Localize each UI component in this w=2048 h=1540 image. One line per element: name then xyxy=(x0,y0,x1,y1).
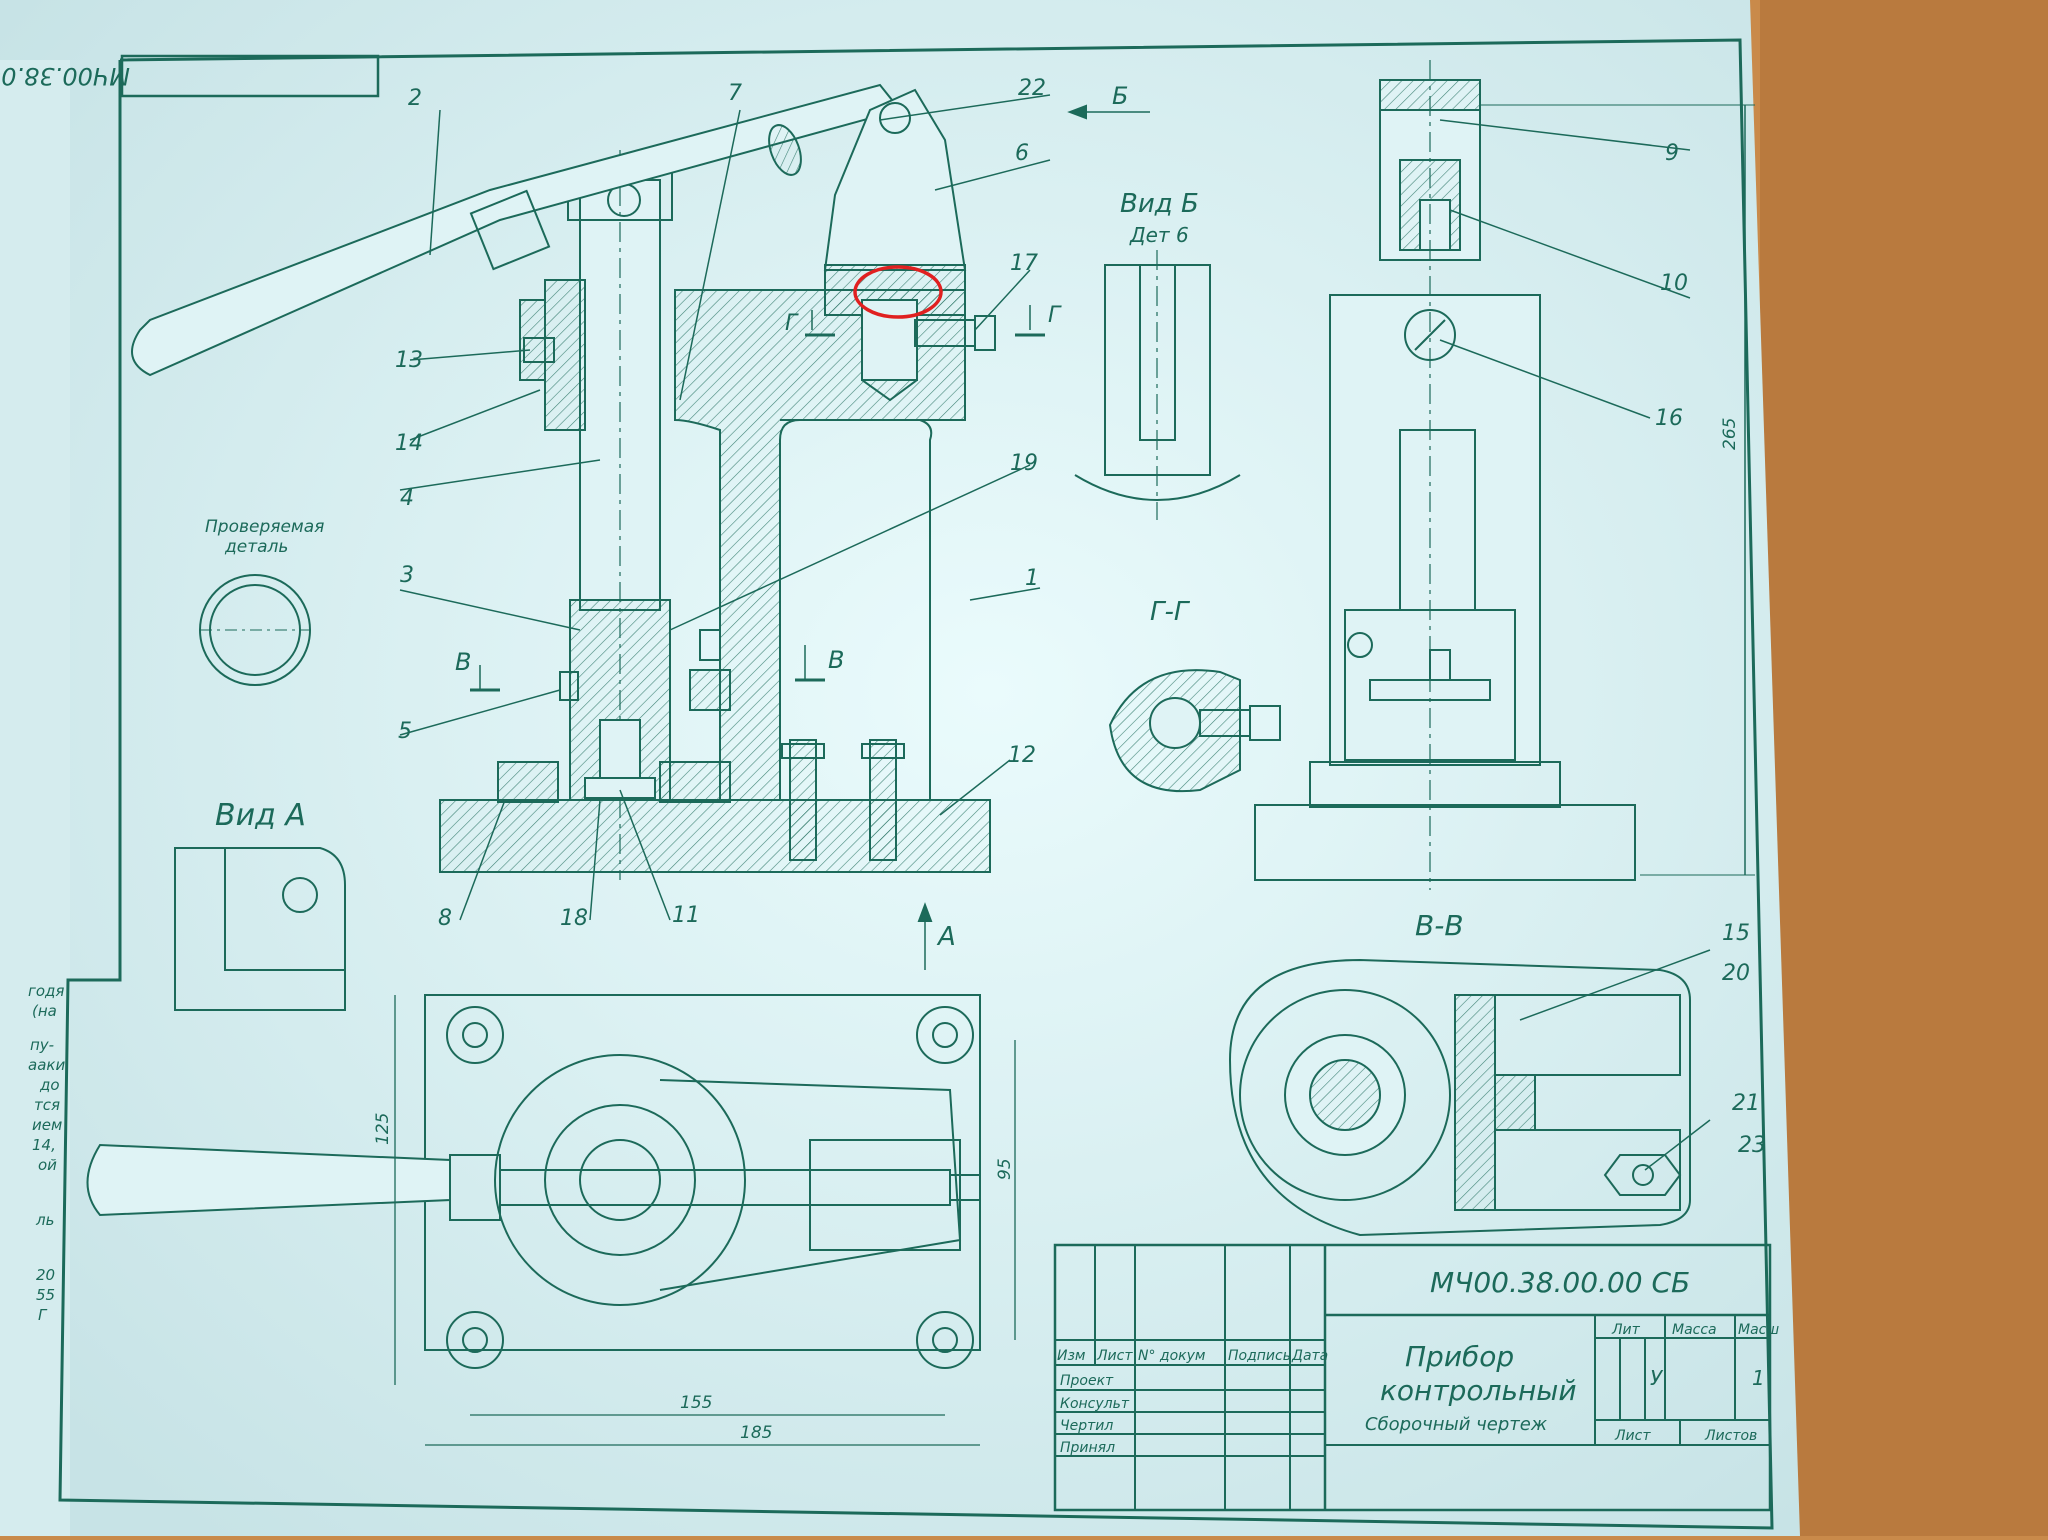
margin-text-5: до xyxy=(39,1076,60,1094)
margin-text-3: пу- xyxy=(30,1036,54,1054)
tb-row-prinyal: Принял xyxy=(1060,1440,1115,1456)
side-view-base xyxy=(1254,804,1636,881)
dim-95: 95 xyxy=(995,1158,1015,1180)
section-gg-title: Г-Г xyxy=(1150,597,1191,627)
tb-header-sign: Подпись xyxy=(1228,1348,1291,1364)
tb-header-docnum: N° докум xyxy=(1138,1348,1206,1364)
tb-header-date: Дата xyxy=(1291,1348,1328,1364)
margin-text-7: ием xyxy=(32,1116,62,1134)
side-view-body xyxy=(1329,294,1541,766)
drawing-title-1: Прибор xyxy=(1405,1340,1514,1373)
highlight-circle xyxy=(853,265,943,319)
lever-handle xyxy=(131,83,902,377)
top-stamp-box xyxy=(120,54,380,98)
part-number-23: 23 xyxy=(1738,1133,1766,1158)
part-number-19: 19 xyxy=(1010,451,1038,476)
tb-scale-value: 1 xyxy=(1752,1366,1765,1390)
dim-265: 265 xyxy=(1720,418,1740,450)
tb-row-proekt: Проект xyxy=(1060,1373,1114,1389)
drawing-frame xyxy=(58,38,1774,1530)
tb-row-chertil: Чертил xyxy=(1060,1418,1113,1434)
part-number-4: 4 xyxy=(400,486,414,511)
margin-text-13: Г xyxy=(38,1306,48,1324)
part-number-6: 6 xyxy=(1015,141,1029,166)
drawing-title-2: контрольный xyxy=(1380,1374,1577,1407)
part-number-1: 1 xyxy=(1025,566,1039,591)
section-vv-title: В-В xyxy=(1415,909,1464,942)
margin-text-6: тся xyxy=(34,1096,60,1114)
margin-text-2: (на xyxy=(32,1002,57,1020)
checked-part-label-2: деталь xyxy=(224,537,288,557)
title-block xyxy=(1053,1243,1772,1512)
part-number-9: 9 xyxy=(1665,141,1679,166)
tb-mass: Масса xyxy=(1672,1322,1717,1338)
part-number-10: 10 xyxy=(1660,271,1688,296)
tb-lit-value: У xyxy=(1650,1366,1664,1390)
margin-text-8: 14, xyxy=(32,1136,56,1154)
part-number-12: 12 xyxy=(1008,743,1036,768)
tb-row-konsult: Консульт xyxy=(1060,1396,1130,1412)
dim-185: 185 xyxy=(740,1423,772,1443)
doc-type: Сборочный чертеж xyxy=(1365,1414,1548,1435)
tb-sheets: Листов xyxy=(1704,1428,1757,1444)
checked-part-label-1: Проверяемая xyxy=(205,517,324,537)
margin-text-12: 55 xyxy=(36,1286,55,1304)
view-b-subtitle: Дет 6 xyxy=(1129,223,1189,247)
view-a-title: Вид А xyxy=(215,798,306,833)
part-number-5: 5 xyxy=(398,719,412,744)
tb-header-list: Лист xyxy=(1096,1348,1133,1364)
margin-text-4: ааки xyxy=(28,1056,65,1074)
part-number-20: 20 xyxy=(1722,961,1750,986)
tb-sheet: Лист xyxy=(1614,1428,1651,1444)
part-number-17: 17 xyxy=(1010,251,1038,276)
view-b-title: Вид Б xyxy=(1120,189,1199,219)
cut-v-right: В xyxy=(828,646,844,674)
part-number-11: 11 xyxy=(672,903,700,928)
cut-v-left: В xyxy=(455,648,471,676)
part-number-22: 22 xyxy=(1018,76,1046,101)
margin-text-9: ой xyxy=(38,1156,57,1174)
part-number-7: 7 xyxy=(728,81,742,106)
part-number-16: 16 xyxy=(1655,406,1683,431)
part-number-21: 21 xyxy=(1732,1091,1760,1116)
arrow-b-label: Б xyxy=(1112,82,1128,110)
top-stamp-text: МЧ00.38.00.00 СБ xyxy=(0,62,130,90)
part-number-14: 14 xyxy=(395,431,423,456)
drawing-code: МЧ00.38.00.00 СБ xyxy=(1430,1266,1690,1299)
part-number-15: 15 xyxy=(1722,921,1750,946)
dim-125: 125 xyxy=(373,1113,393,1145)
margin-text-10: ль xyxy=(35,1211,54,1229)
section-vv-outline xyxy=(1228,958,1691,1237)
cut-g-right: Г xyxy=(1048,303,1062,328)
view-a-outline xyxy=(174,847,346,1011)
margin-text-1: годя xyxy=(28,982,64,1000)
part-number-2: 2 xyxy=(408,86,422,111)
base-plate xyxy=(439,799,991,873)
tb-lit: Лит xyxy=(1611,1322,1641,1338)
part-number-13: 13 xyxy=(395,348,423,373)
cut-g-left: Г xyxy=(785,311,799,336)
part-number-8: 8 xyxy=(438,906,452,931)
part-number-18: 18 xyxy=(560,906,588,931)
part-number-3: 3 xyxy=(400,563,414,588)
plan-view-handle xyxy=(86,1143,451,1217)
dim-155: 155 xyxy=(680,1393,712,1413)
margin-text-11: 20 xyxy=(36,1266,55,1284)
arrow-a-label: А xyxy=(936,922,956,952)
tb-scale: Масш xyxy=(1738,1322,1779,1338)
tb-header-izm: Изм xyxy=(1057,1348,1086,1364)
